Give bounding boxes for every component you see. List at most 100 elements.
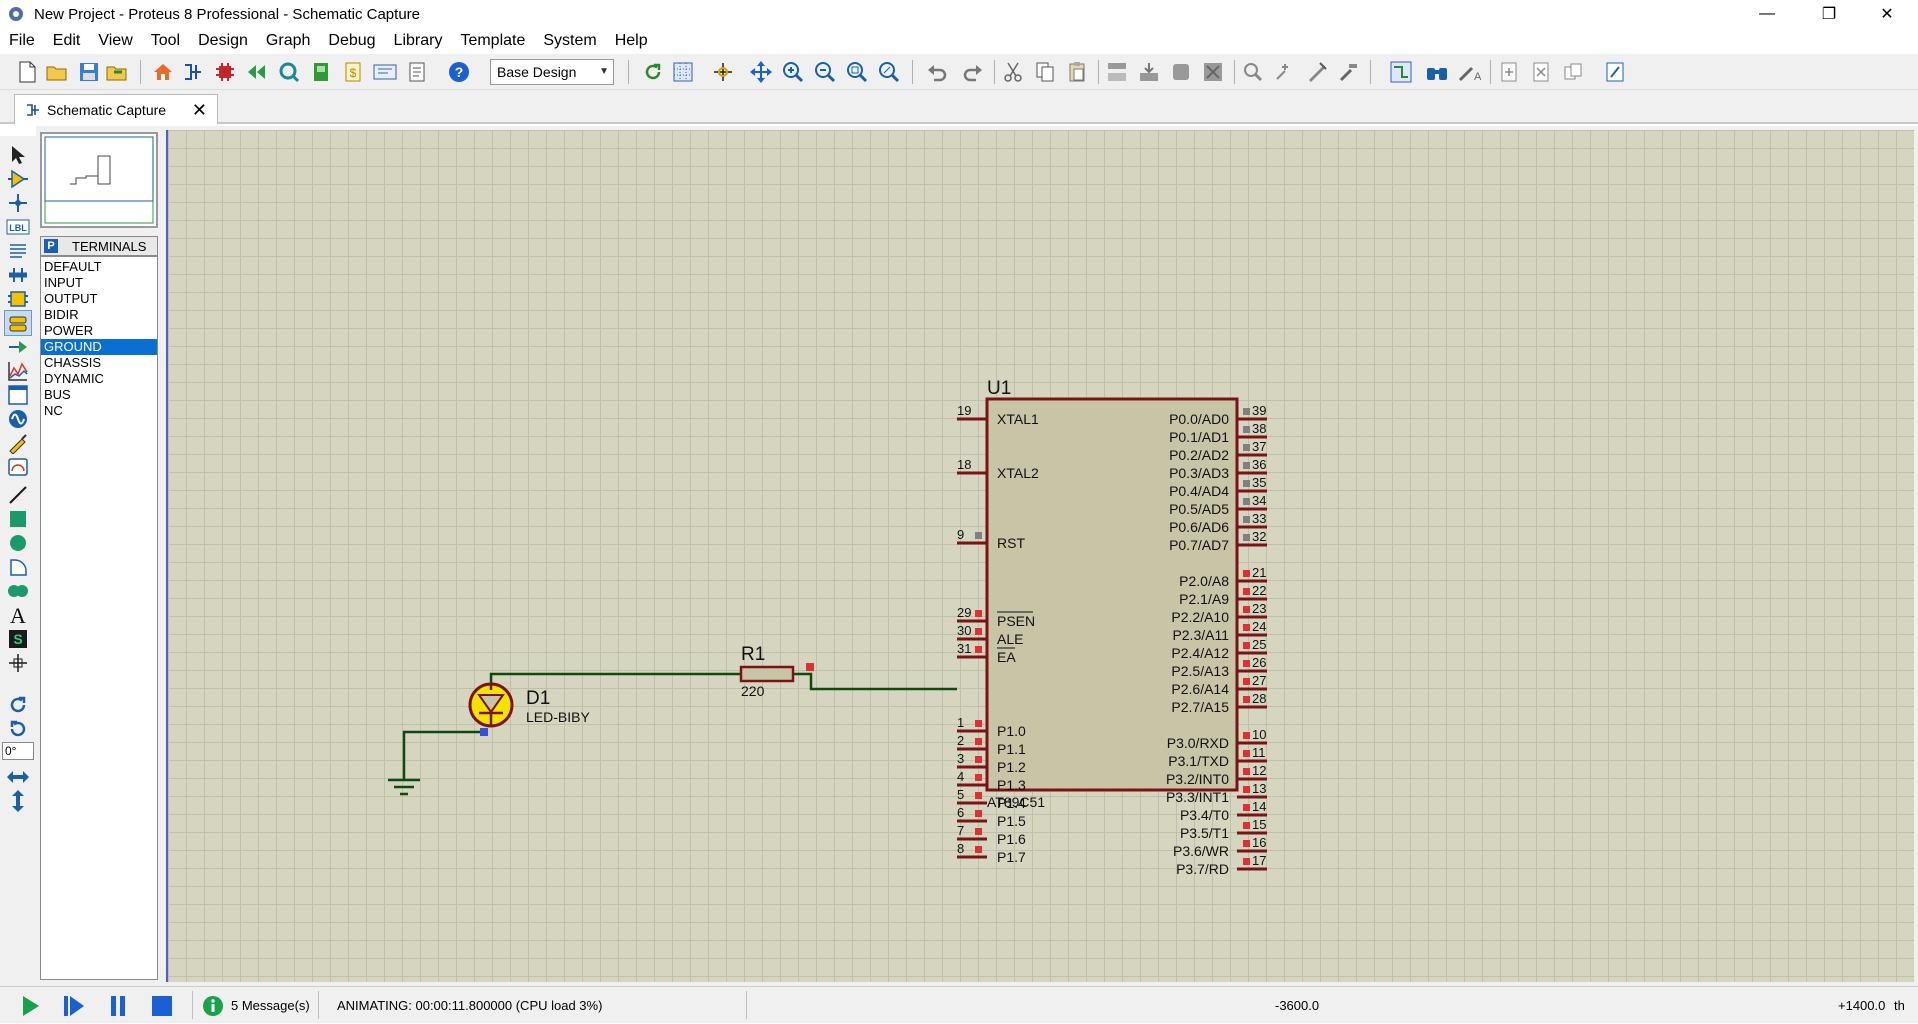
open-folder-icon[interactable] — [44, 59, 70, 85]
terminal-item-bidir[interactable]: BIDIR — [44, 307, 79, 322]
rotate-counterclockwise-icon[interactable] — [4, 716, 32, 742]
circle-tool-icon[interactable] — [4, 530, 32, 556]
menu-file[interactable]: File — [9, 32, 35, 49]
symbol-tool-icon[interactable]: S — [4, 626, 32, 652]
selection-mode-icon[interactable] — [4, 142, 32, 168]
component-mode-icon[interactable] — [4, 166, 32, 192]
active-popup-icon[interactable] — [4, 382, 32, 408]
help-icon[interactable]: ? — [446, 59, 472, 85]
text-script-icon[interactable] — [4, 238, 32, 264]
copy-icon[interactable] — [1032, 59, 1058, 85]
close-button[interactable]: ✕ — [1880, 6, 1894, 23]
minimize-button[interactable]: — — [1759, 5, 1775, 22]
zoom-area-icon[interactable] — [876, 59, 902, 85]
terminals-mode-icon[interactable] — [4, 310, 32, 336]
bill-of-materials-icon[interactable]: $ — [340, 59, 366, 85]
menu-help[interactable]: Help — [614, 32, 648, 49]
toggle-grid-icon[interactable] — [670, 59, 696, 85]
terminal-item-ground[interactable]: GROUND — [41, 339, 157, 355]
menu-edit[interactable]: Edit — [52, 32, 81, 49]
property-assignment-icon[interactable]: A — [1456, 59, 1482, 85]
play-icon[interactable] — [16, 993, 44, 1019]
maximize-button[interactable]: ❐ — [1821, 6, 1837, 23]
pick-device-icon[interactable] — [1240, 59, 1266, 85]
search-tag-icon[interactable] — [1424, 59, 1450, 85]
block-copy-icon[interactable] — [1104, 59, 1130, 85]
zoom-all-icon[interactable] — [844, 59, 870, 85]
new-sheet-icon[interactable] — [1496, 59, 1522, 85]
make-device-icon[interactable] — [1272, 59, 1298, 85]
wire-label-icon[interactable]: LBL — [4, 214, 32, 240]
import-icon[interactable] — [104, 59, 130, 85]
stop-icon[interactable] — [148, 993, 176, 1019]
marker-tool-icon[interactable] — [4, 650, 32, 676]
terminal-item-nc[interactable]: NC — [44, 403, 63, 418]
device-pins-icon[interactable] — [4, 334, 32, 360]
terminal-item-input[interactable]: INPUT — [44, 275, 83, 290]
line-tool-icon[interactable] — [4, 482, 32, 508]
probe-mode-icon[interactable] — [4, 430, 32, 456]
design-variant-select[interactable]: Base Design▼ — [490, 59, 614, 85]
home-icon[interactable] — [150, 59, 176, 85]
info-icon[interactable] — [199, 993, 227, 1019]
message-count[interactable]: 5 Message(s) — [231, 998, 310, 1013]
virtual-instruments-icon[interactable] — [4, 454, 32, 480]
close-tab-icon[interactable]: ✕ — [191, 100, 207, 120]
new-file-icon[interactable] — [14, 59, 40, 85]
design-rule-check-icon[interactable] — [1602, 59, 1628, 85]
cut-icon[interactable] — [1000, 59, 1026, 85]
pick-device-button[interactable]: P — [44, 239, 58, 253]
block-delete-icon[interactable] — [1200, 59, 1226, 85]
menu-system[interactable]: System — [543, 32, 597, 49]
terminal-item-default[interactable]: DEFAULT — [44, 259, 102, 274]
terminal-item-output[interactable]: OUTPUT — [44, 291, 98, 306]
packaging-tool-icon[interactable] — [1304, 59, 1330, 85]
menu-debug[interactable]: Debug — [328, 32, 376, 49]
menu-view[interactable]: View — [98, 32, 133, 49]
origin-icon[interactable] — [710, 59, 736, 85]
block-rotate-icon[interactable] — [1168, 59, 1194, 85]
notes-icon[interactable] — [404, 59, 430, 85]
paste-icon[interactable] — [1064, 59, 1090, 85]
junction-dot-icon[interactable] — [4, 190, 32, 216]
wire-autorouter-icon[interactable] — [1388, 59, 1414, 85]
pan-icon[interactable] — [748, 59, 774, 85]
step-icon[interactable] — [60, 993, 88, 1019]
menu-design[interactable]: Design — [198, 32, 248, 49]
design-explorer-icon[interactable] — [308, 59, 334, 85]
text-tool-icon[interactable]: A — [4, 602, 32, 628]
path-tool-icon[interactable] — [4, 578, 32, 604]
zoom-out-icon[interactable] — [812, 59, 838, 85]
generator-mode-icon[interactable] — [4, 406, 32, 432]
menu-tool[interactable]: Tool — [150, 32, 181, 49]
subcircuit-icon[interactable] — [4, 286, 32, 312]
menu-template[interactable]: Template — [460, 32, 526, 49]
mirror-vertical-icon[interactable] — [4, 788, 32, 814]
block-move-icon[interactable] — [1136, 59, 1162, 85]
menu-library[interactable]: Library — [393, 32, 443, 49]
exit-to-parent-icon[interactable] — [1560, 59, 1586, 85]
pause-icon[interactable] — [104, 993, 132, 1019]
rotate-clockwise-icon[interactable] — [4, 692, 32, 718]
zoom-in-icon[interactable] — [780, 59, 806, 85]
redo-icon[interactable] — [960, 59, 986, 85]
remove-sheet-icon[interactable] — [1528, 59, 1554, 85]
overview-window[interactable] — [40, 132, 158, 228]
arc-tool-icon[interactable] — [4, 554, 32, 580]
rotation-angle-field[interactable]: 0° — [2, 742, 34, 760]
menu-graph[interactable]: Graph — [265, 32, 311, 49]
pcb-icon[interactable] — [212, 59, 238, 85]
3d-viewer-icon[interactable] — [244, 59, 270, 85]
tab-schematic-capture[interactable]: Schematic Capture ✕ — [14, 94, 218, 124]
decompose-icon[interactable] — [1336, 59, 1362, 85]
terminal-item-chassis[interactable]: CHASSIS — [44, 355, 102, 370]
terminal-item-dynamic[interactable]: DYNAMIC — [44, 371, 104, 386]
save-icon[interactable] — [76, 59, 102, 85]
graph-mode-icon[interactable] — [4, 358, 32, 384]
gerber-icon[interactable] — [276, 59, 302, 85]
undo-icon[interactable] — [924, 59, 950, 85]
schematic-icon[interactable] — [180, 59, 206, 85]
terminal-item-power[interactable]: POWER — [44, 323, 94, 338]
refresh-icon[interactable] — [640, 59, 666, 85]
